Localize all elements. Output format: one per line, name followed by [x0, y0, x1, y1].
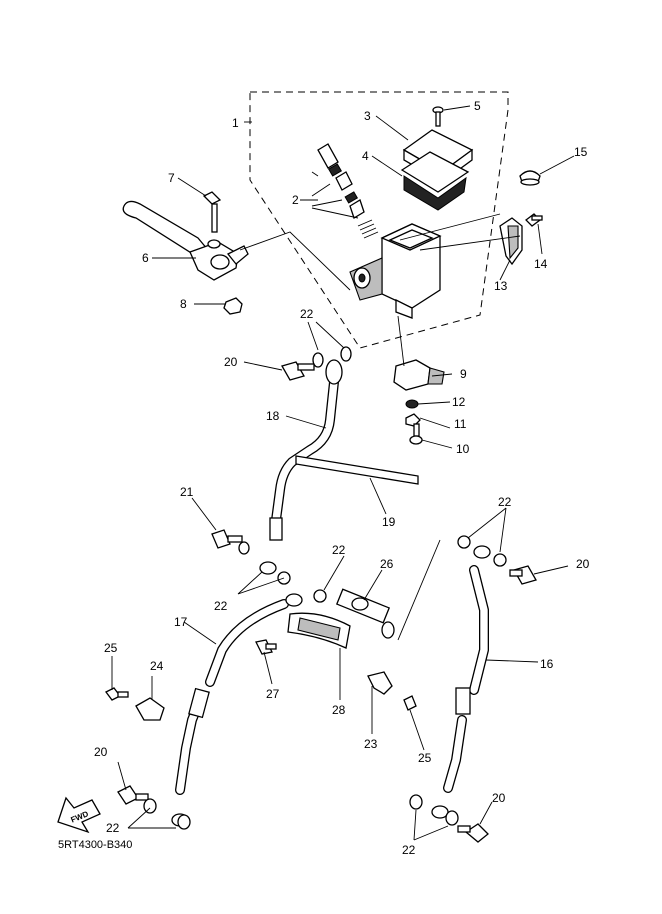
assembly-boundary — [249, 91, 509, 349]
callout-25-right: 25 — [418, 751, 432, 765]
callout-15: 15 — [574, 145, 588, 159]
callout-numbers: 1 2 3 4 5 6 7 8 9 10 11 12 13 14 15 16 1… — [94, 99, 590, 857]
callout-21: 21 — [180, 485, 194, 499]
union-bolt-right — [509, 565, 537, 585]
upper-washers — [312, 346, 352, 368]
diagram-code: 5RT4300-B340 — [58, 839, 132, 851]
bolt-27 — [255, 639, 277, 655]
bracket-screw — [525, 213, 543, 227]
bolt-25-left — [105, 687, 129, 701]
clamp-23 — [367, 671, 393, 695]
callout-18: 18 — [266, 409, 280, 423]
callout-20-right: 20 — [576, 557, 590, 571]
right-hose — [431, 545, 491, 819]
left-hose — [171, 593, 303, 827]
callout-12: 12 — [452, 395, 466, 409]
callout-10: 10 — [456, 442, 470, 456]
cap-screw — [432, 106, 444, 127]
callout-19: 19 — [382, 515, 396, 529]
joint-26 — [335, 588, 395, 639]
screw-10 — [409, 423, 423, 445]
brake-switch — [393, 359, 445, 391]
lever — [122, 200, 249, 281]
union-bolt-upper — [281, 361, 315, 381]
bottom-washers — [409, 794, 459, 826]
callout-3: 3 — [364, 109, 371, 123]
callout-25-left: 25 — [104, 641, 118, 655]
mid-washers — [277, 535, 507, 603]
leader-lines — [111, 105, 575, 841]
reservoir-cover — [519, 170, 541, 186]
callout-5: 5 — [474, 99, 481, 113]
brake-pipe — [295, 455, 419, 485]
callout-20-left: 20 — [94, 745, 108, 759]
diaphragm — [400, 151, 470, 211]
callout-26: 26 — [380, 557, 394, 571]
callout-14: 14 — [534, 257, 548, 271]
callout-24: 24 — [150, 659, 164, 673]
clamp-24 — [135, 697, 165, 721]
callout-4: 4 — [362, 149, 369, 163]
callout-22-mid-left: 22 — [214, 599, 228, 613]
callout-20-bottom: 20 — [492, 791, 506, 805]
callout-22-mid: 22 — [332, 543, 346, 557]
lever-nut — [223, 297, 243, 315]
upper-hose — [259, 359, 343, 575]
washer-12 — [405, 399, 419, 409]
master-cylinder-body — [349, 223, 442, 319]
piston-kit — [317, 143, 379, 239]
nut-11 — [405, 413, 421, 427]
callout-1: 1 — [232, 116, 239, 130]
callout-9: 9 — [460, 367, 467, 381]
callout-2: 2 — [292, 193, 299, 207]
callout-20-upper: 20 — [224, 355, 238, 369]
callout-22-bottom: 22 — [402, 843, 416, 857]
callout-23: 23 — [364, 737, 378, 751]
callout-7: 7 — [168, 171, 175, 185]
callout-22-left: 22 — [106, 821, 120, 835]
callout-11: 11 — [454, 417, 467, 431]
callout-17: 17 — [174, 615, 188, 629]
bolt-25-right — [403, 695, 417, 711]
union-bolt-left — [117, 785, 149, 805]
protector-28 — [287, 612, 351, 649]
callout-22-right: 22 — [498, 495, 512, 509]
callout-16: 16 — [540, 657, 554, 671]
lever-bolt — [202, 191, 222, 249]
callout-13: 13 — [494, 279, 508, 293]
callout-8: 8 — [180, 297, 187, 311]
callout-6: 6 — [142, 251, 149, 265]
left-washers — [143, 798, 191, 830]
union-bolt-bottom — [457, 823, 489, 843]
callout-22-upper: 22 — [300, 307, 314, 321]
fwd-arrow-icon: FWD — [57, 796, 101, 834]
callout-28: 28 — [332, 703, 346, 717]
bracket — [499, 217, 523, 266]
callout-27: 27 — [266, 687, 280, 701]
bolt-21 — [211, 529, 250, 555]
